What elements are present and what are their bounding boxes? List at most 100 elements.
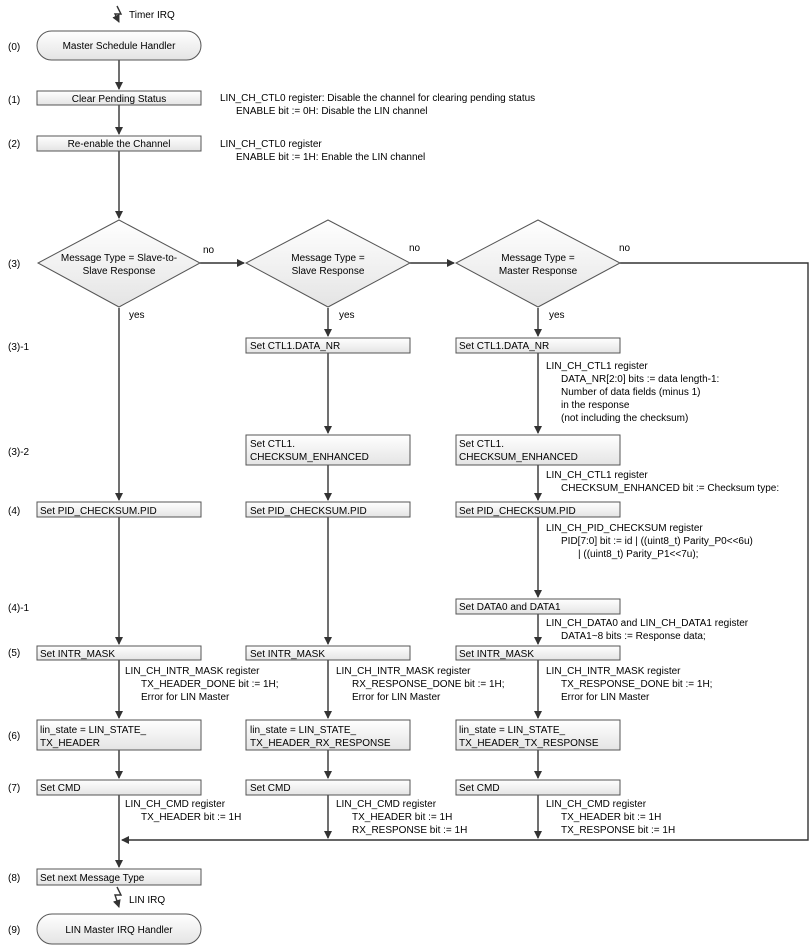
col3-state-label-2: TX_HEADER_TX_RESPONSE	[459, 738, 599, 749]
col3-cmd-box: Set CMD	[455, 779, 621, 796]
note-cmd-c2-1: LIN_CH_CMD register	[336, 799, 437, 810]
note-clear-1: LIN_CH_CTL0 register: Disable the channe…	[220, 93, 535, 104]
col1-state-label-2: TX_HEADER	[40, 738, 100, 749]
decision-2-yes-label: yes	[339, 310, 355, 321]
note-cmd-c1-2: TX_HEADER bit := 1H	[141, 812, 241, 823]
note-cmd-c3-2: TX_HEADER bit := 1H	[561, 812, 661, 823]
col3-datanr-label: Set CTL1.DATA_NR	[459, 341, 549, 352]
col2-cmd-box: Set CMD	[245, 779, 411, 796]
col3-checksum-box: Set CTL1. CHECKSUM_ENHANCED	[455, 434, 621, 466]
note-data-2: DATA1~8 bits := Response data;	[561, 631, 706, 642]
note-cmd-c3-1: LIN_CH_CMD register	[546, 799, 647, 810]
col1-cmd-box: Set CMD	[36, 779, 202, 796]
step-label-4-1: (4)-1	[8, 603, 30, 614]
note-reenable-2: ENABLE bit := 1H: Enable the LIN channel	[236, 152, 425, 163]
col1-state-box: lin_state = LIN_STATE_ TX_HEADER	[36, 719, 202, 751]
step-label-3-2: (3)-2	[8, 447, 30, 458]
col2-pid-box: Set PID_CHECKSUM.PID	[245, 501, 411, 518]
col1-pid-box: Set PID_CHECKSUM.PID	[36, 501, 202, 518]
note-mask-c2-1: LIN_CH_INTR_MASK register	[336, 666, 471, 677]
note-cmd-c2-2: TX_HEADER bit := 1H	[352, 812, 452, 823]
step-label-1: (1)	[8, 95, 20, 106]
col1-state-label-1: lin_state = LIN_STATE_	[40, 725, 147, 736]
decision-2-no-label: no	[409, 243, 421, 254]
note-datanr-5: (not including the checksum)	[561, 413, 688, 424]
col2-datanr-label: Set CTL1.DATA_NR	[250, 341, 340, 352]
decision-3-yes-label: yes	[549, 310, 565, 321]
decision-3-line1: Message Type =	[501, 253, 575, 264]
decision-3-no-label: no	[619, 243, 631, 254]
note-mask-c3-3: Error for LIN Master	[561, 692, 650, 703]
note-reenable-1: LIN_CH_CTL0 register	[220, 139, 322, 150]
note-mask-c3-2: TX_RESPONSE_DONE bit := 1H;	[561, 679, 712, 690]
step-label-0: (0)	[8, 42, 20, 53]
note-mask-c3-1: LIN_CH_INTR_MASK register	[546, 666, 681, 677]
step-label-3-1: (3)-1	[8, 342, 30, 353]
note-datanr-2: DATA_NR[2:0] bits := data length-1:	[561, 374, 719, 385]
note-clear-2: ENABLE bit := 0H: Disable the LIN channe…	[236, 106, 428, 117]
step-label-5: (5)	[8, 648, 20, 659]
note-data-1: LIN_CH_DATA0 and LIN_CH_DATA1 register	[546, 618, 749, 629]
col2-datanr-box: Set CTL1.DATA_NR	[245, 337, 411, 354]
col1-pid-label: Set PID_CHECKSUM.PID	[40, 506, 157, 517]
col1-cmd-label: Set CMD	[40, 783, 81, 794]
col1-mask-box: Set INTR_MASK	[36, 645, 202, 661]
note-checksum-1: LIN_CH_CTL1 register	[546, 470, 648, 481]
lightning-icon-top	[112, 5, 123, 23]
col3-checksum-label-2: CHECKSUM_ENHANCED	[459, 452, 578, 463]
note-mask-c1-3: Error for LIN Master	[141, 692, 230, 703]
col2-pid-label: Set PID_CHECKSUM.PID	[250, 506, 367, 517]
col3-state-box: lin_state = LIN_STATE_ TX_HEADER_TX_RESP…	[455, 719, 621, 751]
clear-pending-label: Clear Pending Status	[72, 94, 167, 105]
col3-datanr-box: Set CTL1.DATA_NR	[455, 337, 621, 354]
col2-state-label-2: TX_HEADER_RX_RESPONSE	[250, 738, 391, 749]
col2-checksum-box: Set CTL1. CHECKSUM_ENHANCED	[245, 434, 411, 466]
start-terminator-label: Master Schedule Handler	[63, 41, 177, 52]
clear-pending-box: Clear Pending Status	[36, 90, 202, 106]
note-cmd-c2-3: RX_RESPONSE bit := 1H	[352, 825, 467, 836]
step-label-9: (9)	[8, 925, 20, 936]
col2-mask-box: Set INTR_MASK	[245, 645, 411, 661]
note-mask-c1-2: TX_HEADER_DONE bit := 1H;	[141, 679, 279, 690]
decision-2-line1: Message Type =	[291, 253, 365, 264]
next-message-label: Set next Message Type	[40, 873, 145, 884]
col3-pid-box: Set PID_CHECKSUM.PID	[455, 501, 621, 518]
reenable-label: Re-enable the Channel	[68, 139, 171, 150]
step-label-4: (4)	[8, 506, 20, 517]
col3-mask-label: Set INTR_MASK	[459, 649, 534, 660]
note-pid-1: LIN_CH_PID_CHECKSUM register	[546, 523, 703, 534]
end-terminator: LIN Master IRQ Handler	[36, 913, 202, 945]
reenable-box: Re-enable the Channel	[36, 135, 202, 152]
decision-1-yes-label: yes	[129, 310, 145, 321]
col3-pid-label: Set PID_CHECKSUM.PID	[459, 506, 576, 517]
lightning-icon-bottom	[112, 886, 123, 908]
step-label-8: (8)	[8, 873, 20, 884]
note-pid-2: PID[7:0] bit := id | ((uint8_t) Parity_P…	[561, 536, 753, 547]
col3-data-label: Set DATA0 and DATA1	[459, 602, 561, 613]
lin-irq-label: LIN IRQ	[129, 895, 165, 906]
decision-1-line1: Message Type = Slave-to-	[61, 253, 177, 264]
decision-master-response: Message Type = Master Response	[454, 219, 622, 308]
col1-mask-label: Set INTR_MASK	[40, 649, 115, 660]
col2-checksum-label-1: Set CTL1.	[250, 439, 295, 450]
step-labels: (0) (1) (2) (3) (3)-1 (3)-2 (4) (4)-1 (5…	[8, 42, 30, 936]
col3-checksum-label-1: Set CTL1.	[459, 439, 504, 450]
col2-mask-label: Set INTR_MASK	[250, 649, 325, 660]
decision-2-line2: Slave Response	[292, 266, 365, 277]
decision-slave-response: Message Type = Slave Response	[244, 219, 412, 308]
next-message-box: Set next Message Type	[36, 868, 202, 886]
note-mask-c2-3: Error for LIN Master	[352, 692, 441, 703]
connectors	[112, 5, 809, 908]
note-pid-3: | ((uint8_t) Parity_P1<<7u);	[578, 549, 698, 560]
col3-cmd-label: Set CMD	[459, 783, 500, 794]
col3-mask-box: Set INTR_MASK	[455, 645, 621, 661]
col3-data-box: Set DATA0 and DATA1	[455, 598, 621, 615]
end-terminator-label: LIN Master IRQ Handler	[65, 925, 173, 936]
decision-3-line2: Master Response	[499, 266, 578, 277]
note-datanr-1: LIN_CH_CTL1 register	[546, 361, 648, 372]
step-label-3: (3)	[8, 259, 20, 270]
note-mask-c2-2: RX_RESPONSE_DONE bit := 1H;	[352, 679, 505, 690]
step-label-7: (7)	[8, 783, 20, 794]
col2-cmd-label: Set CMD	[250, 783, 291, 794]
